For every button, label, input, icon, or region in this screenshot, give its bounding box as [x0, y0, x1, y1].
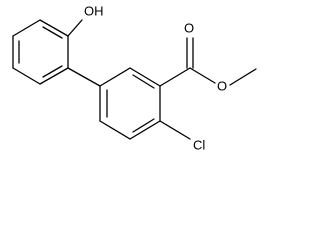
hydroxyl-label: OH: [84, 3, 104, 18]
ester-carbon-bond: [159, 67, 191, 87]
phenol-double-bond-2: [42, 65, 63, 78]
benzoate-bond-3: [129, 120, 161, 140]
phenol-bond-3: [12, 67, 41, 85]
benzoate-double-bond-3: [132, 74, 155, 89]
benzoate-bond-5: [129, 67, 161, 87]
phenol-bond-4: [39, 67, 69, 85]
structural-formula: OH Cl O O: [12, 3, 257, 152]
phenol-bond-6: [39, 19, 69, 37]
benzoate-bond-6: [99, 67, 131, 87]
benzoate-double-bond-2: [132, 118, 155, 133]
methyl-bond: [229, 68, 257, 86]
phenol-double-bond-3: [42, 26, 63, 39]
phenol-ring: [12, 19, 69, 85]
biaryl-bond: [67, 67, 101, 87]
chlorine-bond: [159, 120, 191, 140]
benzoate-bond-2: [99, 120, 131, 140]
benzoate-ring: [99, 67, 161, 140]
hydroxyl-bond: [67, 19, 83, 37]
ester-oxygen-label: O: [217, 78, 227, 93]
phenol-bond-1: [12, 19, 41, 37]
carbonyl-oxygen-label: O: [184, 20, 194, 35]
chlorine-label: Cl: [193, 137, 205, 152]
ester-oxygen-bond: [189, 67, 216, 84]
